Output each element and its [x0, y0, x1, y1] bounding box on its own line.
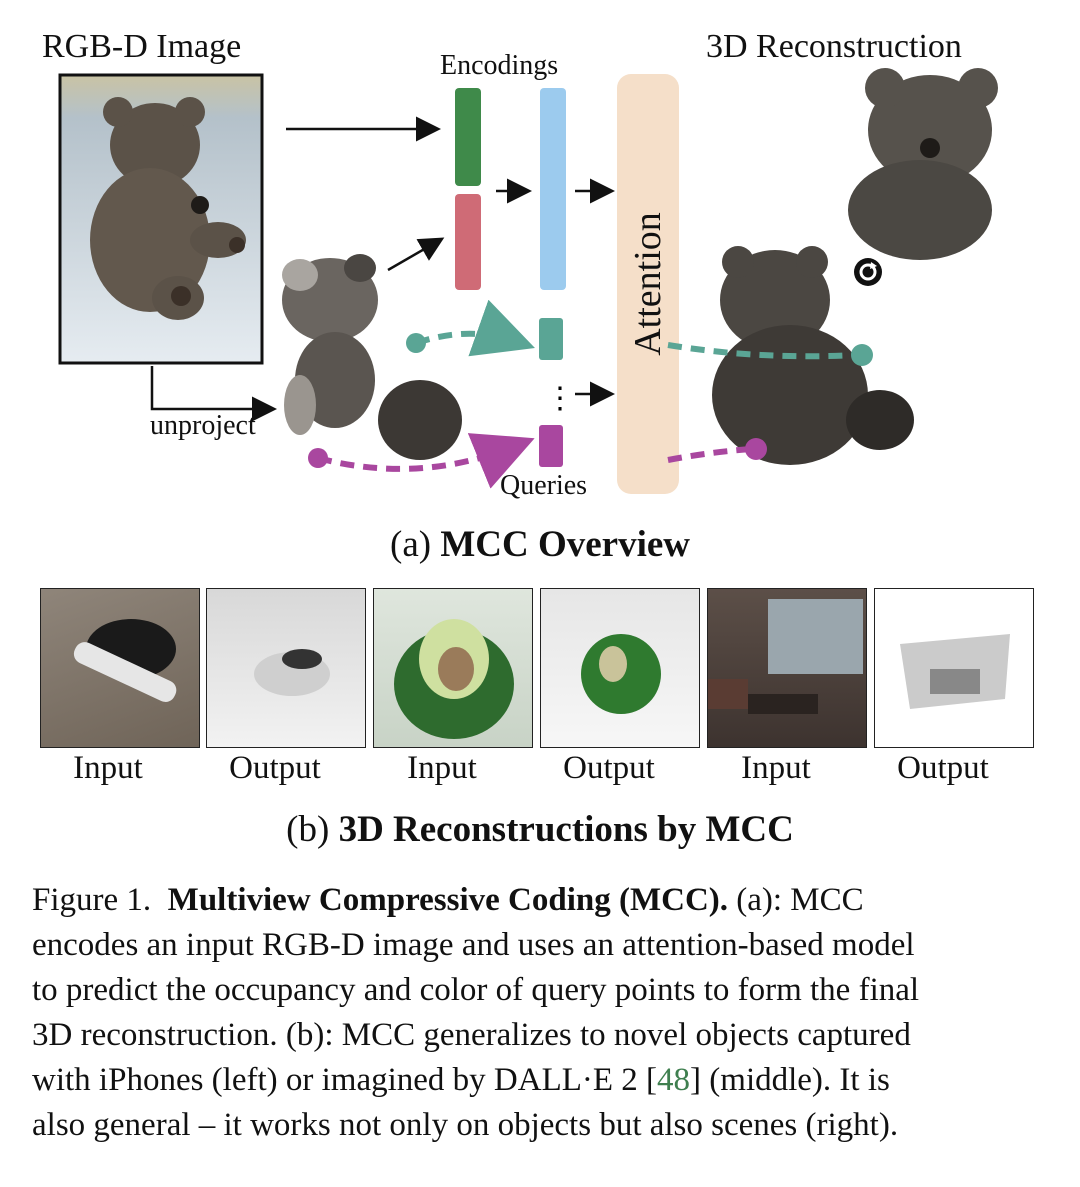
thumbnail-5-room-input — [707, 588, 867, 748]
overview-caption-prefix: (a) — [390, 524, 432, 565]
rgbd-image — [58, 73, 264, 365]
partial-point-cloud — [282, 254, 462, 460]
reconstructions-caption-prefix: (b) — [286, 809, 330, 850]
thumbnail-2-headset-output — [206, 588, 366, 748]
thumbnail-2-label: Output — [229, 750, 321, 786]
thumbnail-3-avocado-chair-input — [373, 588, 533, 748]
query-strip-magenta — [539, 425, 563, 467]
figure-caption-line-3: to predict the occupancy and color of qu… — [32, 972, 920, 1008]
figure-number: Figure 1. — [32, 882, 152, 918]
figure-title: Multiview Compressive Coding (MCC). — [167, 882, 729, 918]
unproject-label: unproject — [150, 410, 256, 441]
query-strip-teal — [539, 318, 563, 360]
combined-encoding-strip — [540, 88, 566, 290]
citation-link[interactable]: 48 — [657, 1062, 691, 1098]
thumbnail-6-room-output — [874, 588, 1034, 748]
figure-caption-line-4: 3D reconstruction. (b): MCC generalizes … — [32, 1017, 911, 1053]
figure-caption-line-1-rest: (a): MCC — [736, 882, 864, 918]
reconstructions-caption-title: 3D Reconstructions by MCC — [338, 809, 794, 850]
encodings-label: Encodings — [440, 50, 559, 81]
figure-caption-line-5a: with iPhones (left) or imagined by DALL·… — [32, 1062, 658, 1098]
figure-caption-line-1: Figure 1. Multiview Compressive Coding (… — [32, 878, 1048, 923]
queries-ellipsis: ⋮ — [545, 382, 575, 415]
image-encoding-strip — [455, 88, 481, 186]
final-reconstruction-teddy — [848, 68, 998, 260]
overview-diagram: ⋮ — [58, 68, 998, 489]
figure-caption-line-6: also general – it works not only on obje… — [32, 1107, 899, 1143]
thumbnail-6-label: Output — [897, 750, 989, 786]
figure-caption-line-5: with iPhones (left) or imagined by DALL·… — [32, 1058, 1048, 1103]
thumbnail-4-label: Output — [563, 750, 655, 786]
cloud-to-encodings-arrow — [387, 237, 445, 272]
figure-caption-line-2: encodes an input RGB-D image and uses an… — [32, 927, 915, 963]
reconstruction-label: 3D Reconstruction — [706, 28, 962, 65]
overview-caption: (a) MCC Overview — [0, 523, 1080, 566]
thumbnail-5-label: Input — [741, 750, 811, 786]
attention-block — [617, 74, 679, 494]
overview-caption-title: MCC Overview — [440, 524, 690, 565]
thumbnail-3-label: Input — [407, 750, 477, 786]
reconstructed-teddy — [712, 246, 914, 465]
rotate-icon — [854, 258, 882, 286]
thumbnail-1-headset-input — [40, 588, 200, 748]
output-point-magenta — [745, 438, 767, 460]
thumbnail-4-avocado-chair-output — [540, 588, 700, 748]
thumbnail-1-label: Input — [73, 750, 143, 786]
rgbd-image-label: RGB-D Image — [42, 28, 242, 65]
reconstructions-caption: (b) 3D Reconstructions by MCC — [0, 808, 1080, 851]
unproject-arrow — [150, 366, 277, 422]
figure-caption-line-5b: ] (middle). It is — [690, 1062, 890, 1098]
output-point-teal — [851, 344, 873, 366]
point-encoding-strip — [455, 194, 481, 290]
